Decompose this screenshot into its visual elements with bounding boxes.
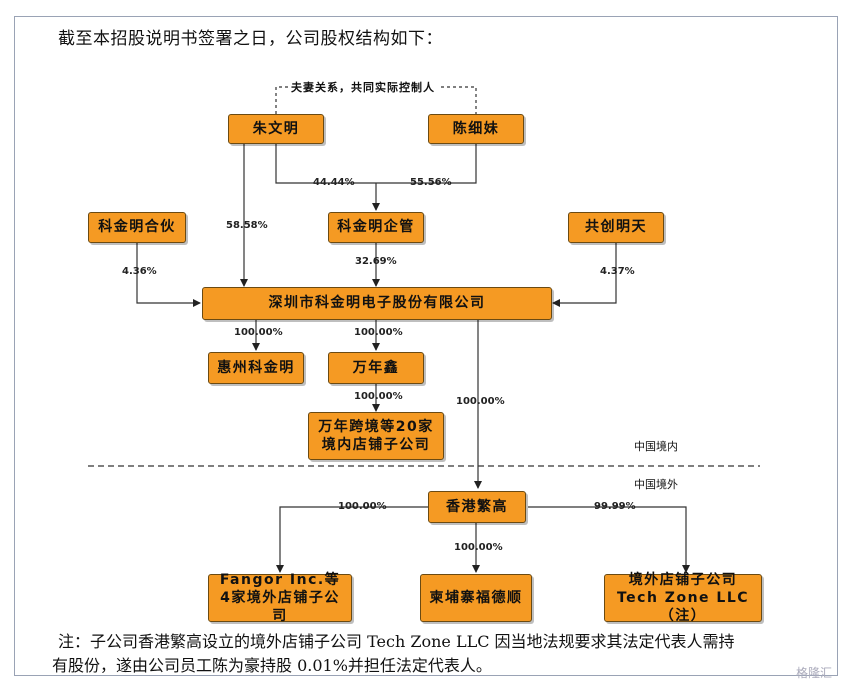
pct-qiguan-company: 32.69% [355,256,397,267]
page-frame [14,16,838,676]
node-cambodia: 柬埔寨福德顺 [420,574,532,622]
pct-gongchuang-company: 4.37% [600,266,635,277]
pct-wannianxin-kuajing: 100.00% [354,391,403,402]
pct-zhu-company: 58.58% [226,220,268,231]
node-huizhou: 惠州科金明 [208,352,304,384]
footnote: 注：子公司香港繁高设立的境外店铺子公司 Tech Zone LLC 因当地法规要… [52,630,838,678]
node-fangor: Fangor Inc.等4家境外店铺子公司 [208,572,352,624]
region-overseas: 中国境外 [634,478,678,491]
footnote-line1: 注：子公司香港繁高设立的境外店铺子公司 Tech Zone LLC 因当地法规要… [58,632,735,651]
node-hk: 香港繁高 [428,491,526,523]
node-techzone: 境外店铺子公司Tech Zone LLC（注） [604,572,762,624]
node-zhu: 朱文明 [228,114,324,144]
region-domestic: 中国境内 [634,440,678,453]
node-wannianxin: 万年鑫 [328,352,424,384]
footnote-line2: 有股份，遂由公司员工陈为豪持股 0.01%并担任法定代表人。 [52,656,492,675]
node-gongchuang: 共创明天 [568,212,664,243]
line-hk-fangor [276,506,428,573]
node-kuajing: 万年跨境等20家境内店铺子公司 [308,412,444,460]
pct-company-huizhou: 100.00% [234,327,283,338]
node-chen: 陈细妹 [428,114,524,144]
node-company: 深圳市科金明电子股份有限公司 [202,287,552,320]
intro-text: 截至本招股说明书签署之日，公司股权结构如下： [58,29,443,49]
node-qiguan: 科金明企管 [328,212,424,243]
pct-hk-fangor: 100.00% [338,501,387,512]
pct-hk-techzone: 99.99% [594,501,636,512]
pct-chen-qiguan: 55.56% [410,177,452,188]
pct-hk-cambodia: 100.00% [454,542,503,553]
relation-note: 夫妻关系，共同实际控制人 [288,79,438,95]
pct-company-hk: 100.00% [456,396,505,407]
watermark: 格隆汇 [795,666,832,680]
pct-hehuo-company: 4.36% [122,266,157,277]
node-hehuo: 科金明合伙 [88,212,186,243]
line-gongchuang-company [552,243,617,307]
line-hk-techzone [528,506,690,573]
line-hehuo-company [136,243,201,307]
pct-company-wannianxin: 100.00% [354,327,403,338]
pct-zhu-qiguan: 44.44% [313,177,355,188]
